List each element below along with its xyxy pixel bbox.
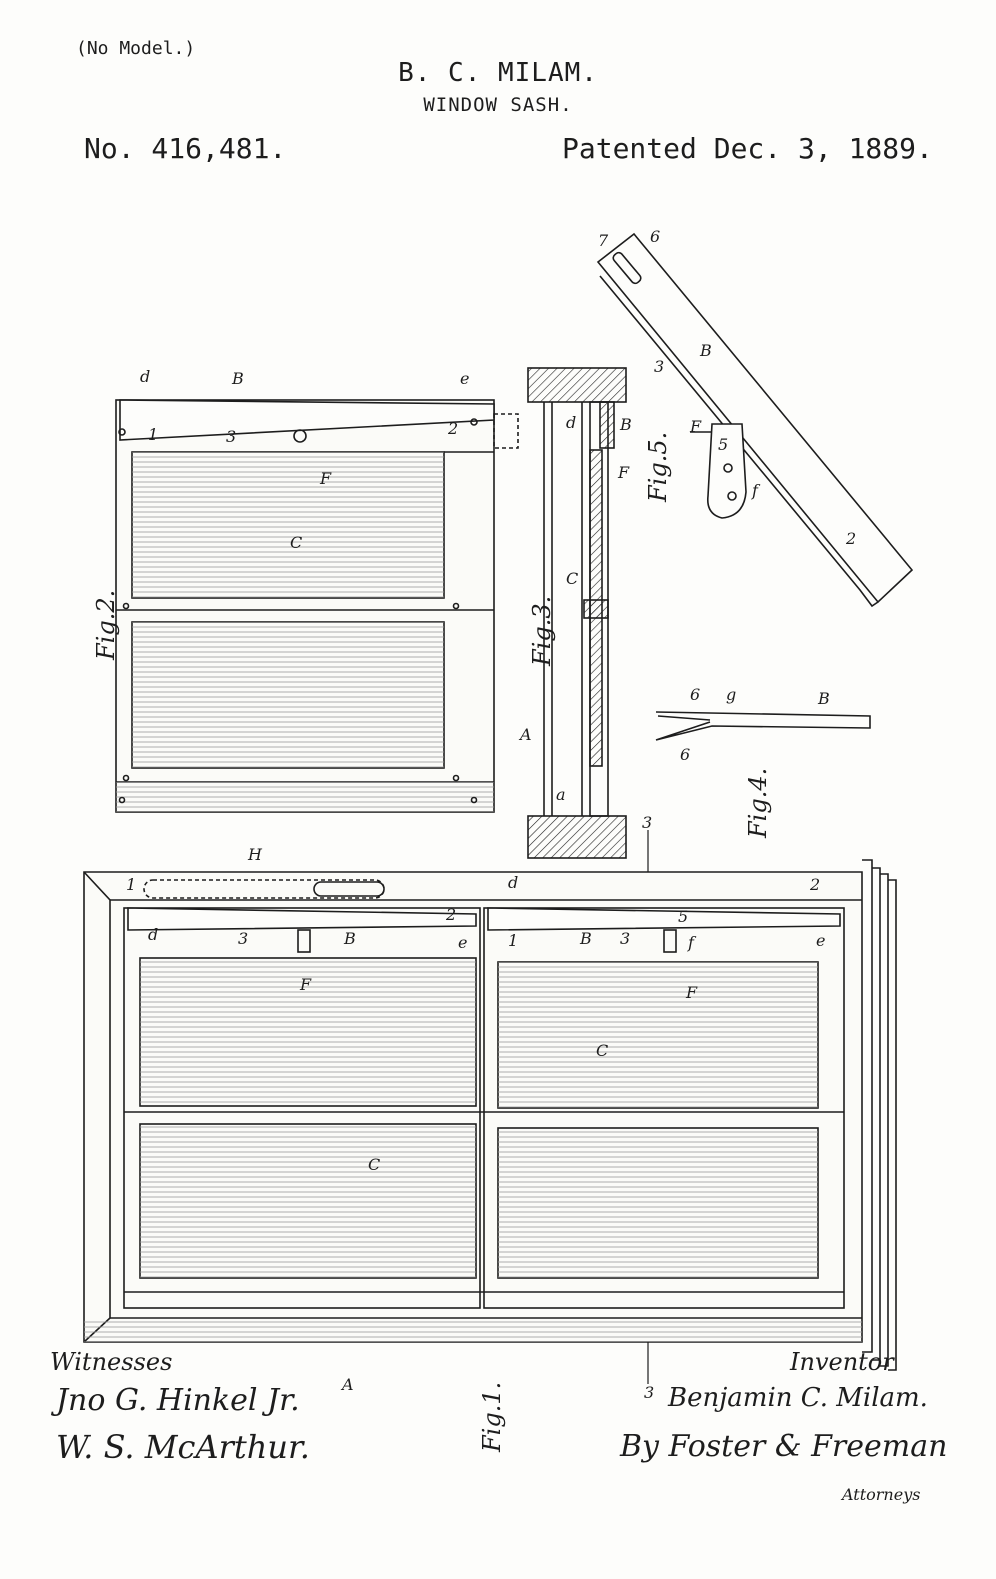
label-2-fig1-right: 2	[809, 875, 820, 894]
fig3-drawing	[527, 367, 627, 859]
fig1-label: Fig.1.	[478, 1382, 506, 1453]
model-note: (No Model.)	[76, 38, 196, 59]
fig5-drawing	[596, 232, 914, 608]
fig1-labels: H 1 d 3 B F 2 e d 1 B 3 5 f F 2 e C C A …	[126, 845, 825, 1453]
attorneys-label: Attorneys	[840, 1485, 920, 1504]
fig4-drawing	[655, 711, 871, 741]
label-5-fig5: 5	[718, 435, 728, 454]
label-H: H	[247, 845, 263, 864]
label-C-fig1-left: C	[368, 1155, 380, 1174]
patent-date: Patented Dec. 3, 1889.	[562, 132, 933, 165]
label-F-fig3: F	[617, 463, 630, 482]
fig4-labels: 6 g B 6 Fig.4.	[680, 685, 830, 839]
fig3-labels: d B F C A a Fig.3.	[518, 413, 632, 804]
label-3: 3	[226, 427, 236, 446]
label-A-fig3: A	[518, 725, 532, 744]
invention-title: WINDOW SASH.	[423, 94, 573, 116]
label-3-section-bottom: 3	[644, 1383, 654, 1402]
label-7: 7	[598, 231, 609, 250]
label-2-fig1-left: 2	[445, 905, 456, 924]
label-1-fig1: 1	[126, 875, 136, 894]
fig3-label: Fig.3.	[528, 596, 556, 667]
label-5-fig1: 5	[678, 907, 688, 926]
label-F-fig5: F	[689, 417, 702, 436]
label-1-fig1-right: 1	[508, 931, 518, 950]
label-3-fig5: 3	[654, 357, 664, 376]
label-F-fig1-left: F	[299, 975, 312, 994]
label-a-fig3: a	[556, 785, 566, 804]
label-f-fig5: f	[751, 481, 761, 500]
label-3-fig1-right: 3	[620, 929, 630, 948]
fig1-drawing	[83, 859, 897, 1371]
witnesses-label: Witnesses	[50, 1348, 172, 1376]
label-d-fig1-right: d	[508, 873, 518, 892]
fig5-label: Fig.5.	[644, 432, 672, 503]
label-A-fig1: A	[340, 1375, 354, 1394]
label-C-fig3: C	[566, 569, 578, 588]
label-d-fig3: d	[566, 413, 576, 432]
label-g: g	[726, 685, 736, 704]
label-6-fig5: 6	[650, 227, 660, 246]
label-e-fig1-right: e	[816, 931, 825, 950]
fig4-label: Fig.4.	[744, 768, 772, 839]
label-d-fig1-left: d	[148, 925, 158, 944]
label-d: d	[140, 367, 150, 386]
label-B-fig5: B	[699, 341, 712, 360]
witness-1-signature: Jno G. Hinkel Jr.	[50, 1383, 300, 1418]
label-B-fig1-left: B	[343, 929, 356, 948]
inventor-signature: Benjamin C. Milam.	[667, 1383, 928, 1413]
attorneys-signature: By Foster & Freeman	[619, 1429, 947, 1464]
patent-number: No. 416,481.	[84, 132, 287, 165]
fig2-label: Fig.2.	[92, 590, 120, 661]
label-B-fig4: B	[817, 689, 830, 708]
label-f-fig1: f	[687, 933, 697, 952]
fig5-labels: 7 6 3 B F 5 f 2 Fig.5.	[598, 227, 856, 548]
label-e: e	[460, 369, 469, 388]
label-F: F	[319, 469, 332, 488]
witness-2-signature: W. S. McArthur.	[56, 1428, 310, 1466]
inventor-label: Inventor	[789, 1348, 895, 1376]
signature-block: Witnesses Jno G. Hinkel Jr. W. S. McArth…	[50, 1348, 947, 1504]
label-e-fig1-left: e	[458, 933, 467, 952]
label-6-fig4-bottom: 6	[680, 745, 690, 764]
label-6-fig4-top: 6	[690, 685, 700, 704]
label-B: B	[231, 369, 244, 388]
label-2-fig5: 2	[845, 529, 856, 548]
fig2-drawing	[115, 399, 519, 813]
label-C: C	[290, 533, 302, 552]
label-F-fig1-right: F	[685, 983, 698, 1002]
fig2-labels: d B e 1 3 2 F C Fig.2.	[92, 367, 469, 661]
label-C-fig1-right: C	[596, 1041, 608, 1060]
label-3-fig1-left: 3	[238, 929, 248, 948]
label-B-fig1-right: B	[579, 929, 592, 948]
label-3-section-top: 3	[642, 813, 652, 832]
inventor-heading: B. C. MILAM.	[398, 58, 598, 88]
label-B-fig3: B	[619, 415, 632, 434]
label-2: 2	[447, 419, 458, 438]
label-1: 1	[148, 425, 158, 444]
